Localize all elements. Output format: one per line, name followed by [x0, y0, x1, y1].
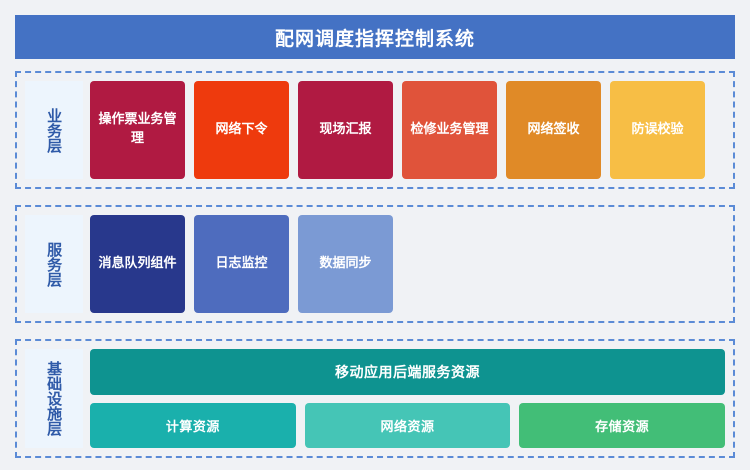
layer-service: 服务层 消息队列组件 日志监控 数据同步	[15, 205, 735, 323]
card-error-prevention-check-label: 防误校验	[631, 121, 684, 137]
service-card-row: 消息队列组件 日志监控 数据同步	[90, 215, 725, 313]
card-data-sync-label: 数据同步	[319, 255, 372, 271]
card-maintenance-business-label: 检修业务管理	[410, 121, 489, 137]
card-site-report-label: 现场汇报	[319, 121, 372, 137]
card-network-resource[interactable]: 网络资源	[304, 403, 511, 448]
card-storage-resource[interactable]: 存储资源	[519, 403, 726, 448]
layer-business: 业务层 操作票业务管理 网络下令 现场汇报 检修业务管理 网络签收 防误校验	[15, 71, 735, 189]
layer-label-service: 服务层	[25, 215, 83, 313]
infrastructure-resource-row: 计算资源 网络资源 存储资源	[90, 403, 726, 448]
page-title: 配网调度指挥控制系统	[274, 27, 475, 50]
card-data-sync[interactable]: 数据同步	[298, 215, 393, 313]
layer-label-infrastructure-text: 基础设施层	[45, 361, 64, 436]
card-network-order-label: 网络下令	[215, 121, 268, 137]
card-log-monitoring[interactable]: 日志监控	[194, 215, 289, 313]
card-message-queue-component[interactable]: 消息队列组件	[90, 215, 185, 313]
card-message-queue-component-label: 消息队列组件	[98, 255, 177, 271]
infrastructure-stack: 移动应用后端服务资源 计算资源 网络资源 存储资源	[90, 349, 726, 448]
card-site-report[interactable]: 现场汇报	[298, 81, 393, 179]
card-storage-resource-label: 存储资源	[595, 420, 650, 435]
layer-label-business: 业务层	[25, 81, 83, 179]
business-card-row: 操作票业务管理 网络下令 现场汇报 检修业务管理 网络签收 防误校验	[90, 81, 725, 179]
card-network-signoff[interactable]: 网络签收	[506, 81, 601, 179]
layer-label-infrastructure: 基础设施层	[25, 349, 83, 448]
card-compute-resource-label: 计算资源	[165, 420, 220, 435]
card-compute-resource[interactable]: 计算资源	[90, 403, 296, 448]
card-operation-ticket[interactable]: 操作票业务管理	[90, 81, 185, 179]
card-mobile-backend-service-resource-label: 移动应用后端服务资源	[335, 365, 480, 381]
card-maintenance-business[interactable]: 检修业务管理	[402, 81, 497, 179]
card-mobile-backend-service-resource[interactable]: 移动应用后端服务资源	[90, 349, 725, 395]
card-network-resource-label: 网络资源	[380, 420, 435, 435]
layer-infrastructure: 基础设施层 移动应用后端服务资源 计算资源 网络资源 存储资源	[15, 339, 735, 458]
card-error-prevention-check[interactable]: 防误校验	[610, 81, 705, 179]
layer-label-service-text: 服务层	[45, 241, 64, 287]
card-operation-ticket-label: 操作票业务管理	[98, 112, 177, 146]
page-title-bar: 配网调度指挥控制系统	[15, 15, 735, 59]
card-network-signoff-label: 网络签收	[527, 121, 580, 137]
layer-label-business-text: 业务层	[45, 107, 64, 153]
card-network-order[interactable]: 网络下令	[194, 81, 289, 179]
card-log-monitoring-label: 日志监控	[215, 255, 268, 271]
